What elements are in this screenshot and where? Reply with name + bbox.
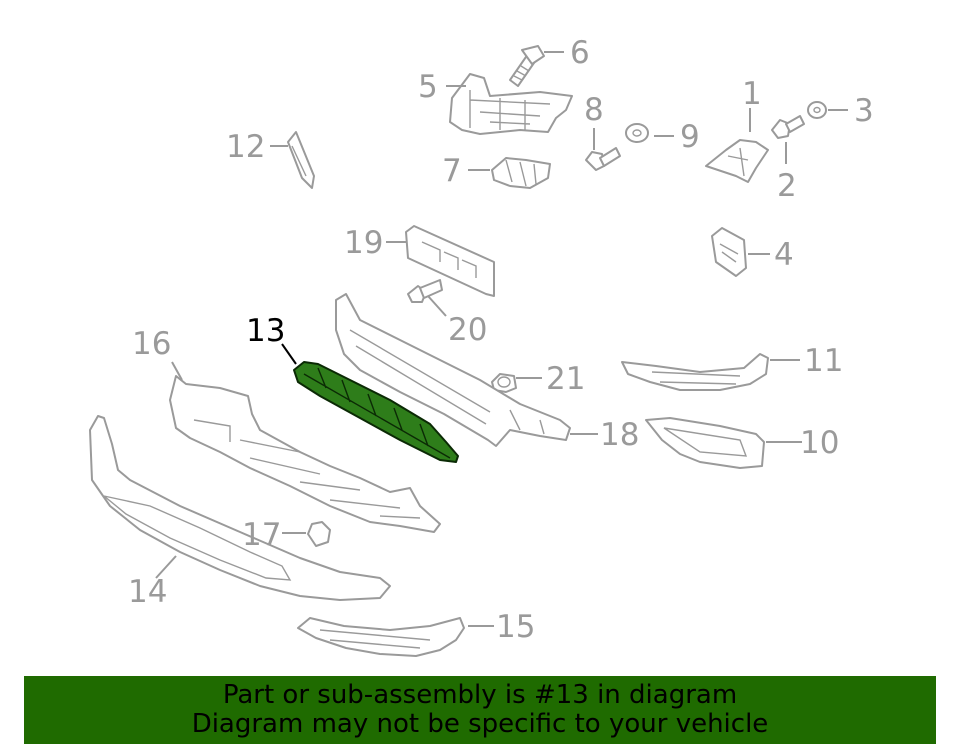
callout-2: 2	[777, 168, 797, 204]
leader-lines	[155, 51, 848, 627]
callout-21: 21	[546, 361, 585, 397]
part-9-washer	[625, 123, 649, 143]
part-20-bolt	[407, 279, 443, 303]
part-2-bolt	[771, 115, 805, 139]
callout-17: 17	[242, 517, 281, 553]
part-6-bolt	[509, 45, 545, 87]
callout-19: 19	[344, 225, 383, 261]
callout-18: 18	[600, 417, 639, 453]
part-11-bracket	[621, 353, 769, 391]
part-17-clip	[307, 521, 331, 547]
part-8-bolt	[585, 147, 621, 171]
part-18-reinforcement	[335, 293, 571, 447]
callout-9: 9	[680, 119, 700, 155]
part-5-bracket	[449, 73, 573, 135]
part-14-cover	[89, 415, 391, 601]
part-15-trim	[297, 617, 465, 657]
callout-1: 1	[742, 76, 762, 112]
callout-7: 7	[442, 153, 462, 189]
info-banner: Part or sub-assembly is #13 in diagram D…	[24, 676, 936, 744]
part-3-washer	[807, 101, 827, 119]
callout-3: 3	[854, 93, 874, 129]
part-10-trim	[645, 417, 765, 469]
callout-6: 6	[570, 35, 590, 71]
part-4-bracket	[711, 227, 747, 277]
parts-diagram: 1 2 3 4 5 6 7 8 9 10 11 12 13 14 15 16 1…	[89, 35, 874, 657]
callout-11: 11	[804, 343, 843, 379]
callout-20: 20	[448, 312, 487, 348]
callout-15: 15	[496, 609, 535, 645]
callout-12: 12	[226, 129, 265, 165]
callout-10: 10	[800, 425, 839, 461]
part-13-absorber	[293, 361, 459, 463]
callout-5: 5	[418, 69, 438, 105]
callout-8: 8	[584, 92, 604, 128]
part-19-plate	[405, 225, 495, 297]
callout-4: 4	[774, 237, 794, 273]
part-16-bracket	[169, 375, 441, 533]
part-12-plate	[287, 131, 315, 189]
callout-labels: 1 2 3 4 5 6 7 8 9 10 11 12 13 14 15 16 1…	[128, 35, 874, 645]
part-1-bracket	[705, 139, 769, 183]
banner-line-1: Part or sub-assembly is #13 in diagram	[222, 680, 738, 710]
banner-line-2: Diagram may not be specific to your vehi…	[191, 709, 769, 739]
callout-16: 16	[132, 326, 171, 362]
part-7-clip	[491, 157, 551, 189]
callout-13: 13	[246, 313, 285, 349]
callout-14: 14	[128, 574, 167, 610]
